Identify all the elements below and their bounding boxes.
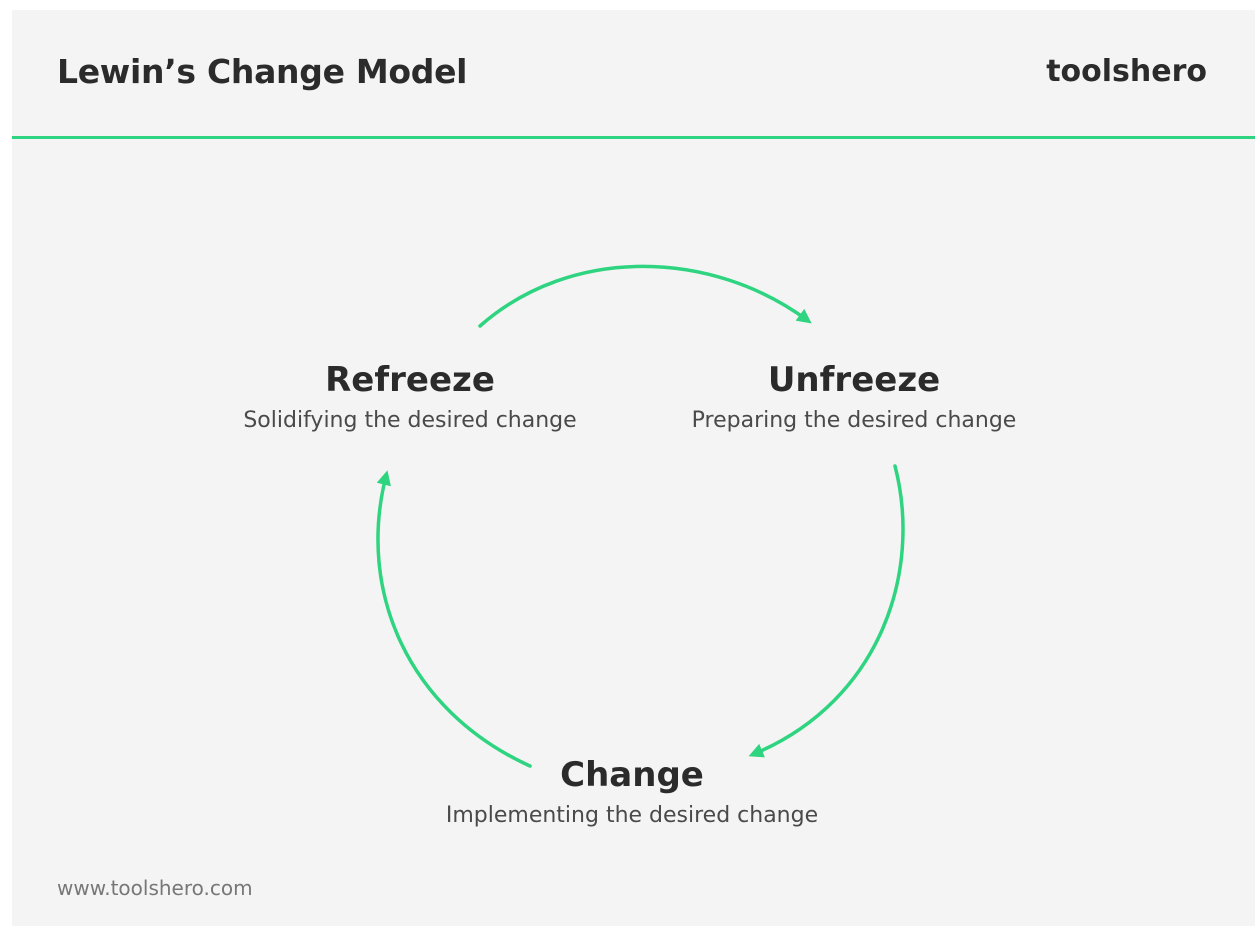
brand-logo: toolshero [1046, 54, 1207, 89]
diagram-card: Lewin’s Change Model toolshero Refreeze … [12, 10, 1255, 926]
header-divider [12, 136, 1255, 139]
stage-refreeze-name: Refreeze [325, 360, 495, 400]
arrow-refreeze-to-unfreeze-icon [478, 264, 812, 328]
cycle-arrows [376, 264, 905, 768]
stage-refreeze: Refreeze Solidifying the desired change [210, 360, 610, 436]
stage-refreeze-description: Solidifying the desired change [243, 408, 577, 433]
footer-url: www.toolshero.com [57, 876, 253, 900]
stage-change: Change Implementing the desired change [417, 755, 847, 831]
stage-change-description: Implementing the desired change [445, 803, 819, 828]
arrow-unfreeze-to-change-icon [748, 464, 905, 758]
stage-change-name: Change [560, 755, 704, 795]
stage-unfreeze-name: Unfreeze [767, 360, 941, 400]
stage-unfreeze: Unfreeze Preparing the desired change [654, 360, 1054, 436]
stage-unfreeze-description: Preparing the desired change [691, 408, 1017, 433]
arrow-change-to-refreeze-icon [376, 470, 532, 768]
page-title: Lewin’s Change Model [57, 52, 468, 91]
